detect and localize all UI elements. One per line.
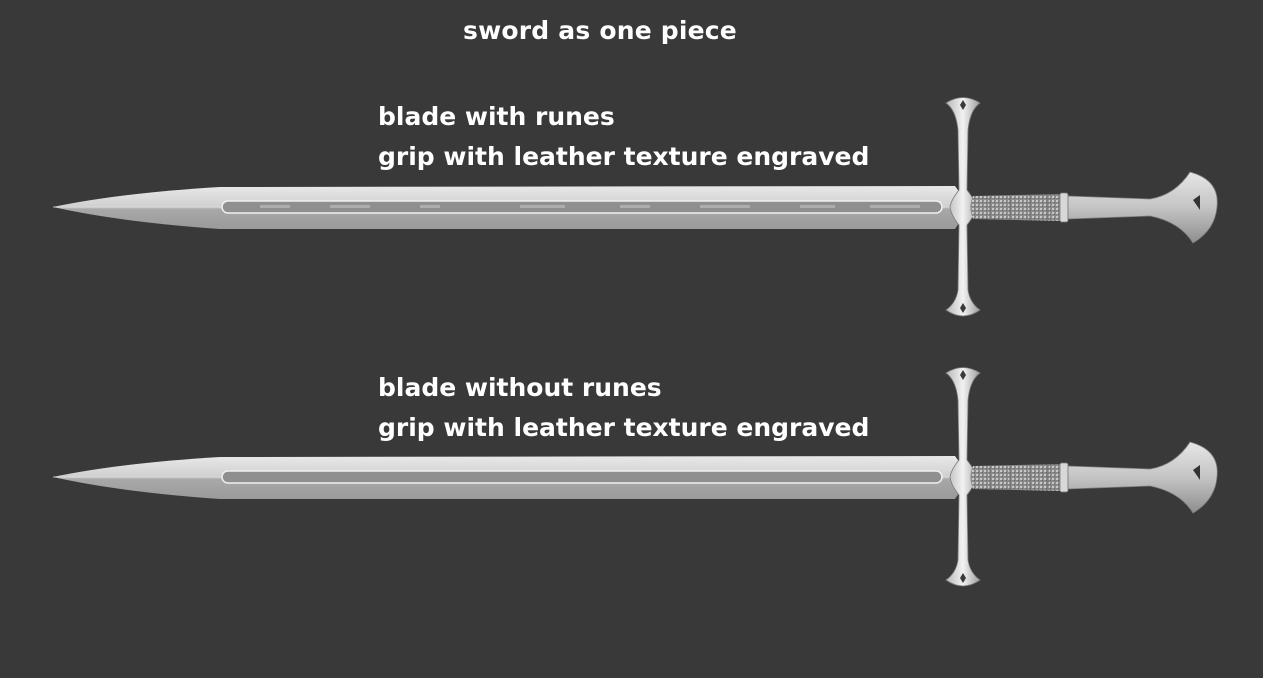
pommel [1067, 171, 1218, 244]
sword-2-caption: blade without runes grip with leather te… [378, 368, 869, 448]
blade [53, 456, 965, 499]
grip [970, 192, 1069, 223]
sword-2-caption-grip: grip with leather texture engraved [378, 413, 870, 442]
sword-1-caption: blade with runes grip with leather textu… [378, 97, 869, 177]
crossguard [945, 367, 981, 587]
sword-without-runes-image [53, 367, 1218, 587]
sword-2-caption-blade: blade without runes [378, 373, 662, 402]
blade [53, 186, 965, 229]
sword-1-caption-blade: blade with runes [378, 102, 615, 131]
pommel [1067, 441, 1218, 514]
page-title: sword as one piece [463, 16, 737, 45]
crossguard [945, 97, 981, 317]
grip [970, 462, 1069, 493]
sword-1-caption-grip: grip with leather texture engraved [378, 142, 870, 171]
runes [260, 205, 920, 208]
sword-with-runes-image [53, 97, 1218, 317]
